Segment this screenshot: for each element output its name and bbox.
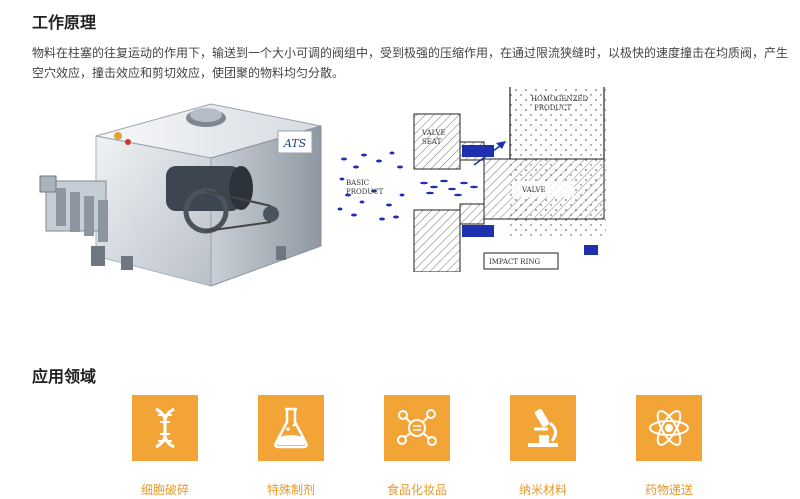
diagram-label-valve-seat-1: VALVE [421, 129, 446, 137]
working-principle-description: 物料在柱塞的往复运动的作用下，输送到一个大小可调的阀组中，受到极强的压缩作用，在… [32, 46, 789, 80]
diagram-label-valve-seat-2: SEAT [422, 138, 442, 146]
diagram-label-basic-2: PRODUCT [346, 188, 384, 196]
application-label: 特殊制剂 [266, 483, 315, 497]
application-item-drug-delivery[interactable]: 药物递送 [614, 395, 724, 498]
application-item-nano-materials[interactable]: 纳米材料 [488, 395, 598, 498]
machine-logo-text: ATS [283, 137, 307, 150]
application-tile [510, 395, 576, 461]
application-label: 纳米材料 [518, 483, 567, 497]
homogenizer-machine-illustration: ATS [39, 103, 322, 287]
application-label: 细胞破碎 [140, 483, 189, 497]
dna-icon [155, 407, 175, 449]
diagram-label-homogenized-1: HOMOGENZED [531, 95, 589, 103]
application-tile [258, 395, 324, 461]
section-title-working-principle: 工作原理 [32, 13, 97, 32]
application-tile [384, 395, 450, 461]
application-item-special-formulation[interactable]: 特殊制剂 [236, 395, 346, 498]
application-tile [636, 395, 702, 461]
application-item-food-cosmetics[interactable]: 食品化妆品 [362, 395, 472, 498]
homogenizing-valve-diagram: HOMOGENZED PRODUCT VALVE SEAT BASIC PROD… [334, 87, 614, 272]
application-label: 药物递送 [644, 483, 693, 497]
application-tile [132, 395, 198, 461]
application-label: 食品化妆品 [386, 483, 447, 497]
application-item-cell-disruption[interactable]: 细胞破碎 [110, 395, 220, 498]
diagram-label-homogenized-2: PRODUCT [534, 104, 572, 112]
flask-icon [274, 407, 308, 449]
molecule-icon [397, 409, 437, 446]
application-grid: 细胞破碎 特殊制剂 [110, 395, 750, 498]
microscope-icon [528, 408, 558, 447]
atom-icon [649, 410, 689, 446]
diagram-label-impact-ring: IMPACT RING [489, 258, 540, 266]
diagram-label-valve: VALVE [521, 186, 546, 194]
diagram-label-basic-1: BASIC [346, 179, 369, 187]
section-title-applications: 应用领域 [32, 367, 97, 386]
